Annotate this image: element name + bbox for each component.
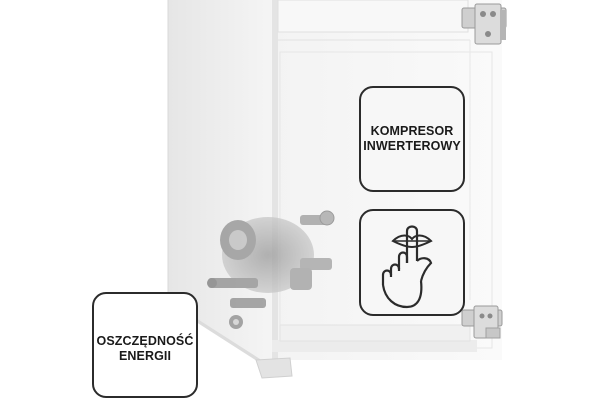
badge-line: INWERTEROWY xyxy=(363,139,461,153)
finger-on-lips-quiet-icon xyxy=(381,225,433,309)
bottom-hinge xyxy=(461,305,503,339)
energy-saving-label: OSZCZĘDNOŚĆ ENERGII xyxy=(94,334,196,364)
badge-line: KOMPRESOR xyxy=(370,124,454,138)
fridge-foot xyxy=(255,357,293,379)
inverter-compressor-label: KOMPRESOR INWERTEROWY xyxy=(361,124,463,154)
compressor-ghost xyxy=(207,210,335,329)
silent-operation-badge xyxy=(359,209,465,316)
inverter-compressor-badge: KOMPRESOR INWERTEROWY xyxy=(359,86,465,192)
badge-line: ENERGII xyxy=(118,349,172,363)
badge-line: OSZCZĘDNOŚĆ xyxy=(96,334,194,348)
energy-saving-badge: OSZCZĘDNOŚĆ ENERGII xyxy=(92,292,198,398)
top-hinge xyxy=(461,3,507,45)
